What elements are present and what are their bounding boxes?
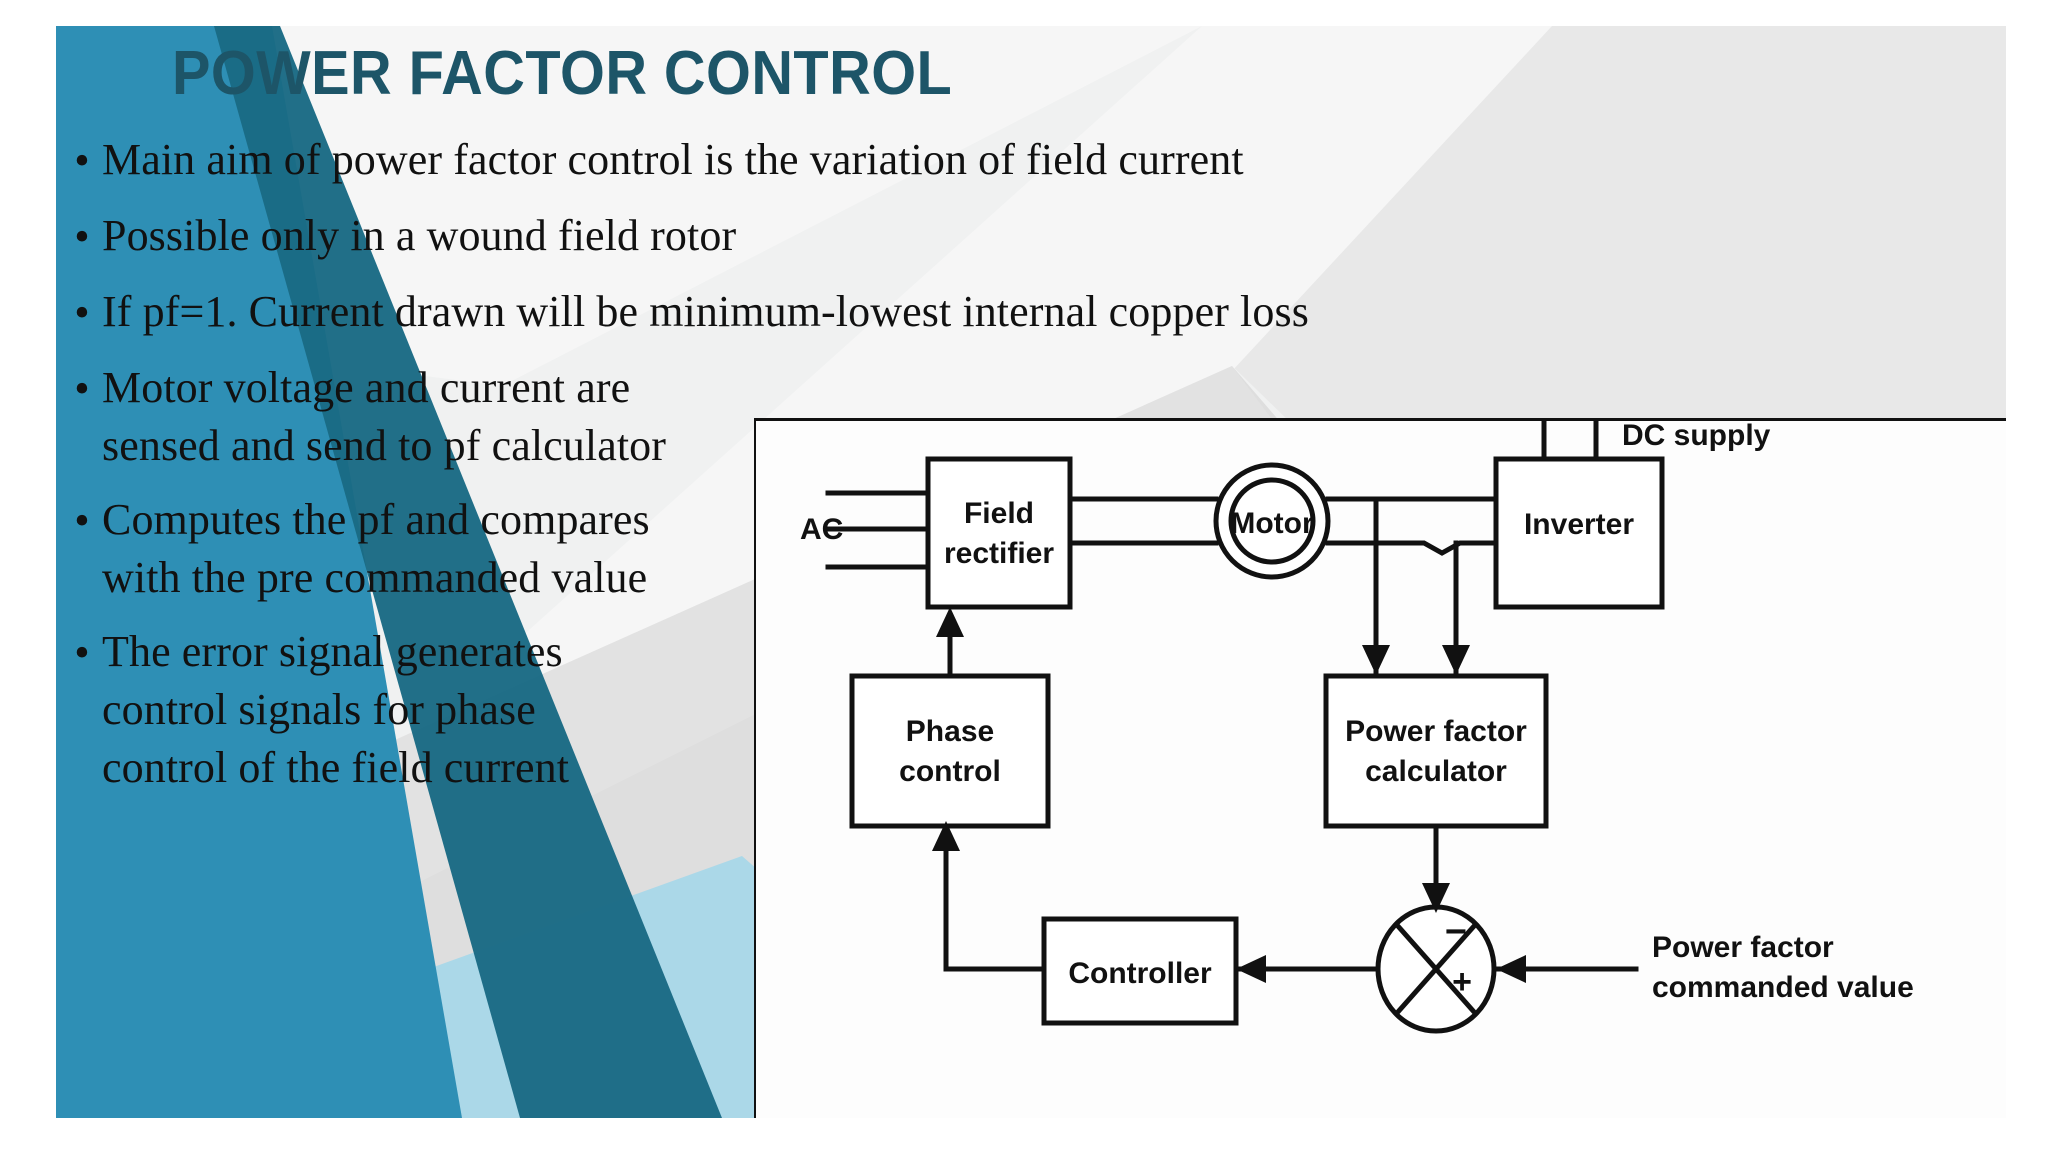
phase-control-box bbox=[849, 673, 1051, 829]
bullet-text: Computes the pf and compares with the pr… bbox=[102, 495, 650, 602]
label-motor: Motor bbox=[1230, 507, 1314, 540]
label-commanded-line2: commanded value bbox=[1652, 971, 1914, 1004]
block-diagram-image: AC Field rectifier Motor Inverter DC sup… bbox=[754, 418, 2006, 1118]
bullet-marker-icon: • bbox=[74, 496, 90, 545]
list-item: • Motor voltage and current are sensed a… bbox=[62, 359, 1582, 475]
list-item: • If pf=1. Current drawn will be minimum… bbox=[62, 283, 1582, 343]
bullet-text: Motor voltage and current are sensed and… bbox=[102, 363, 667, 470]
bullet-text: Main aim of power factor control is the … bbox=[102, 135, 1244, 184]
bullet-text: The error signal generates control signa… bbox=[102, 627, 570, 792]
block-diagram-svg: AC Field rectifier Motor Inverter DC sup… bbox=[756, 421, 2006, 1118]
label-controller: Controller bbox=[1068, 957, 1212, 990]
arrowhead-to-summing-junction bbox=[1422, 883, 1450, 913]
list-item: • The error signal generates control sig… bbox=[62, 623, 1582, 797]
arrowhead-to-phase-control bbox=[932, 821, 960, 851]
arrowheads bbox=[932, 607, 1526, 983]
motor-inner-circle bbox=[1228, 477, 1316, 565]
label-inverter: Inverter bbox=[1524, 508, 1634, 541]
bullet-marker-icon: • bbox=[74, 212, 90, 261]
power-factor-calculator-box bbox=[1323, 673, 1549, 829]
motor-inverter-line-2 bbox=[1325, 540, 1499, 556]
bullet-text: If pf=1. Current drawn will be minimum-l… bbox=[102, 287, 1309, 336]
label-field-rectifier-line2: rectifier bbox=[944, 537, 1054, 570]
bullet-list: • Main aim of power factor control is th… bbox=[62, 131, 1582, 813]
bullet-marker-icon: • bbox=[74, 288, 90, 337]
inverter-box bbox=[1493, 456, 1665, 610]
list-item: • Computes the pf and compares with the … bbox=[62, 491, 1582, 607]
label-sum-plus: + bbox=[1452, 963, 1472, 1001]
bullet-marker-icon: • bbox=[74, 364, 90, 413]
controller-phase-line bbox=[943, 824, 1047, 972]
label-pf-calculator-line2: calculator bbox=[1365, 755, 1507, 788]
label-dc-supply: DC supply bbox=[1622, 421, 1771, 452]
label-sum-minus: − bbox=[1445, 911, 1467, 953]
bullet-text: Possible only in a wound field rotor bbox=[102, 211, 737, 260]
controller-box bbox=[1041, 916, 1239, 1026]
label-phase-control-line1: Phase bbox=[906, 715, 994, 748]
diagram-labels: AC Field rectifier Motor Inverter DC sup… bbox=[800, 421, 1914, 1004]
slide-content-area: POWER FACTOR CONTROL • Main aim of power… bbox=[42, 26, 2006, 1118]
label-commanded-line1: Power factor bbox=[1652, 931, 1834, 964]
label-field-rectifier-line1: Field bbox=[964, 497, 1034, 530]
arrowhead-commanded-into-sum bbox=[1496, 955, 1526, 983]
list-item: • Possible only in a wound field rotor bbox=[62, 207, 1582, 267]
label-pf-calculator-line1: Power factor bbox=[1345, 715, 1527, 748]
field-rectifier-box bbox=[925, 456, 1073, 610]
list-item: • Main aim of power factor control is th… bbox=[62, 131, 1582, 191]
arrowhead-to-controller bbox=[1236, 955, 1266, 983]
arrowhead-to-pf-calc-1 bbox=[1362, 645, 1390, 675]
arrowhead-to-pf-calc-2 bbox=[1442, 645, 1470, 675]
label-phase-control-line2: control bbox=[899, 755, 1001, 788]
bullet-marker-icon: • bbox=[74, 136, 90, 185]
sum-cross-2 bbox=[1393, 921, 1479, 1017]
label-ac: AC bbox=[800, 513, 843, 546]
bullet-marker-icon: • bbox=[74, 628, 90, 677]
arrowhead-to-field-rectifier bbox=[936, 607, 964, 637]
page-title: POWER FACTOR CONTROL bbox=[172, 39, 953, 108]
